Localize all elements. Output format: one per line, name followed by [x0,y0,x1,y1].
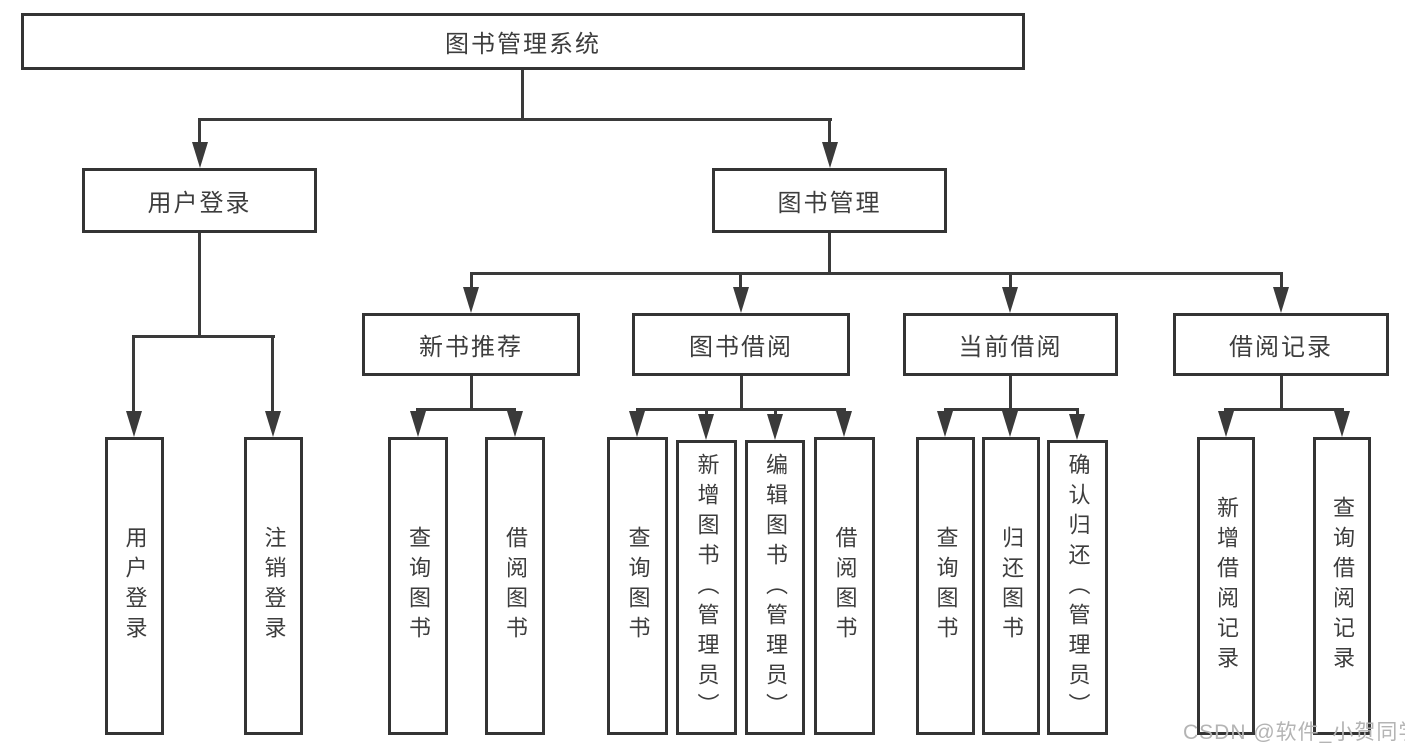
arrow-down-icon [463,287,479,313]
leaf-label: 新增图书（管理员） [694,452,720,723]
connector-line [828,233,831,272]
connector-line [636,408,846,411]
arrow-down-icon [265,411,281,437]
leaf-borrow-books-recommend: 借阅图书 [485,437,545,735]
leaf-query-books-borrowing: 查询图书 [607,437,668,735]
node-borrowing-records: 借阅记录 [1173,313,1389,376]
leaf-label: 注销登录 [261,526,287,646]
node-label: 借阅记录 [1229,334,1333,361]
connector-line [198,118,201,150]
connector-line [521,70,524,118]
leaf-label: 查询图书 [625,526,651,646]
connector-line [1280,272,1283,292]
leaf-label: 归还图书 [999,526,1024,646]
arrow-down-icon [126,411,142,437]
leaf-label: 确认归还（管理员） [1065,452,1091,723]
node-current-borrowing: 当前借阅 [903,313,1118,376]
node-label: 用户登录 [147,190,252,217]
node-label: 当前借阅 [958,334,1063,361]
connector-line [1009,272,1012,292]
connector-line [417,408,516,411]
arrow-down-icon [192,142,208,168]
connector-line [132,335,135,419]
leaf-return-books: 归还图书 [982,437,1040,735]
leaf-add-books-admin: 新增图书（管理员） [676,440,737,735]
csdn-watermark: CSDN @软件_小贺同学 [1183,721,1405,744]
node-user-login: 用户登录 [82,168,317,233]
connector-line [199,118,832,121]
connector-line [1225,408,1344,411]
leaf-label: 查询图书 [933,526,959,646]
leaf-logout: 注销登录 [244,437,303,735]
connector-line [470,376,473,408]
connector-line [470,272,473,292]
leaf-label: 借阅图书 [503,526,528,646]
leaf-borrow-books-borrowing: 借阅图书 [814,437,875,735]
connector-line [133,335,275,338]
arrow-down-icon [1334,411,1350,437]
node-book-management-system: 图书管理系统 [21,13,1025,70]
connector-line [828,118,831,150]
leaf-label: 查询借阅记录 [1330,496,1355,676]
connector-line [470,272,1283,275]
leaf-user-login: 用户登录 [105,437,164,735]
node-new-book-recommend: 新书推荐 [362,313,580,376]
leaf-label: 查询图书 [406,526,431,646]
node-book-borrowing: 图书借阅 [632,313,850,376]
leaf-confirm-return-admin: 确认归还（管理员） [1047,440,1108,735]
arrow-down-icon [1002,411,1018,437]
node-label: 图书借阅 [689,334,793,361]
leaf-label: 借阅图书 [832,526,858,646]
arrow-down-icon [733,287,749,313]
connector-line [740,376,743,408]
arrow-down-icon [1273,287,1289,313]
node-label: 图书管理 [777,190,882,217]
leaf-label: 编辑图书（管理员） [763,452,788,723]
connector-line [1009,376,1012,408]
node-book-management: 图书管理 [712,168,947,233]
leaf-query-books-current: 查询图书 [916,437,975,735]
node-label: 图书管理系统 [445,31,601,58]
arrow-down-icon [629,411,645,437]
arrow-down-icon [1002,287,1018,313]
arrow-down-icon [698,414,714,440]
leaf-edit-books-admin: 编辑图书（管理员） [745,440,805,735]
leaf-query-books-recommend: 查询图书 [388,437,448,735]
arrow-down-icon [1069,414,1085,440]
arrow-down-icon [410,411,426,437]
node-label: 新书推荐 [419,334,523,361]
connector-line [271,335,274,419]
connector-line [198,233,201,335]
arrow-down-icon [1218,411,1234,437]
leaf-label: 用户登录 [122,526,148,646]
arrow-down-icon [822,142,838,168]
arrow-down-icon [836,411,852,437]
leaf-add-borrow-record: 新增借阅记录 [1197,437,1255,735]
arrow-down-icon [507,411,523,437]
connector-line [739,272,742,292]
connector-line [1280,376,1283,408]
leaf-label: 新增借阅记录 [1214,496,1239,676]
arrow-down-icon [767,414,783,440]
leaf-query-borrow-record: 查询借阅记录 [1313,437,1371,735]
arrow-down-icon [937,411,953,437]
